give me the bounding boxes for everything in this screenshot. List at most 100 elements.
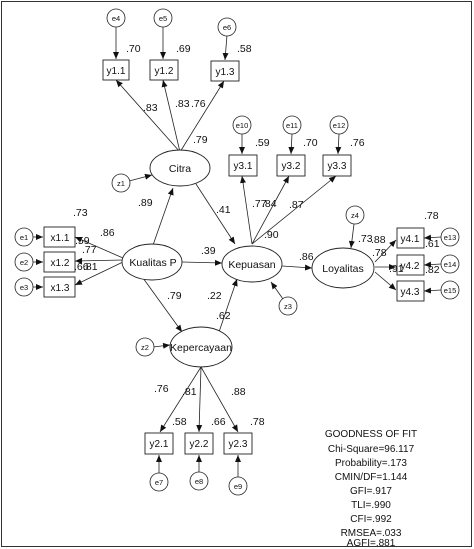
coef-r2-loyalitas: .73 xyxy=(358,233,373,245)
box-y33 xyxy=(322,154,352,177)
box-y13 xyxy=(210,60,240,82)
label-x12: x1.2 xyxy=(51,258,70,269)
label-e1: e1 xyxy=(20,233,28,242)
coef-load-y43: .91 xyxy=(389,263,404,275)
label-x11: x1.1 xyxy=(51,233,70,244)
label-e5: e5 xyxy=(159,14,167,23)
label-y22: y2.2 xyxy=(190,439,209,450)
latent-loyalitas xyxy=(311,247,375,289)
err-z3 xyxy=(278,296,298,316)
error-labels: e4 e5 e6 z1 e10 e11 e12 e1 e2 e3 z4 e13 … xyxy=(20,14,456,491)
label-e9: e9 xyxy=(234,482,242,491)
gof-line: TLI=.990 xyxy=(351,500,391,511)
coef-load-y42: .78 xyxy=(372,247,387,259)
coef-r2-y12: .69 xyxy=(176,43,191,55)
box-x11 xyxy=(43,226,76,248)
label-e8: e8 xyxy=(195,477,203,486)
err-e7 xyxy=(149,472,169,492)
label-kualitas: Kualitas P xyxy=(129,257,176,269)
err-e4 xyxy=(106,8,126,28)
err-z2 xyxy=(135,337,155,357)
coef-path-kual-kep: .39 xyxy=(201,245,216,257)
coef-load-y33: .87 xyxy=(289,199,304,211)
coef-load-x12: .77 xyxy=(82,244,97,256)
coef-r2-x11: .73 xyxy=(73,207,88,219)
label-e7: e7 xyxy=(155,478,163,487)
err-e1 xyxy=(14,227,34,247)
label-kepercayaan: Kepercayaan xyxy=(170,342,232,354)
coef-r2-y42: .61 xyxy=(425,238,440,250)
label-y12: y1.2 xyxy=(155,66,174,77)
coef-load-y11: .83 xyxy=(143,102,158,114)
coef-path-kual-kpc: .79 xyxy=(167,290,182,302)
label-y41: y4.1 xyxy=(401,234,420,245)
coef-r2-y43: .82 xyxy=(425,264,440,276)
label-y31: y3.1 xyxy=(234,161,253,172)
label-y13: y1.3 xyxy=(216,67,235,78)
label-e6: e6 xyxy=(223,23,231,32)
err-e6 xyxy=(217,17,237,37)
box-y42 xyxy=(396,254,425,276)
coef-r2-y22: .66 xyxy=(211,416,226,428)
coef-r2-x12: .59 xyxy=(75,235,90,247)
coef-load-y12: .83 xyxy=(175,98,190,110)
box-y31 xyxy=(228,154,258,177)
coef-load-y31: .77 xyxy=(252,198,267,210)
latent-kualitas xyxy=(121,243,183,281)
coef-load-x11: .86 xyxy=(100,227,115,239)
box-x12 xyxy=(43,251,76,273)
label-z3: z3 xyxy=(284,302,292,311)
latent-labels: Citra Kualitas P Kepuasan Loyalitas Kepe… xyxy=(129,163,363,354)
gof-line: Probability=.173 xyxy=(335,458,407,469)
gof-line: CFI=.992 xyxy=(350,514,392,525)
latent-kepuasan xyxy=(221,245,283,283)
coef-r2-y21: .58 xyxy=(172,416,187,428)
coef-r2-kepuasan: .90 xyxy=(264,229,279,241)
observed-labels: y1.1 y1.2 y1.3 y3.1 y3.2 y3.3 x1.1 x1.2 … xyxy=(51,66,420,450)
label-z4: z4 xyxy=(351,211,359,220)
err-e2 xyxy=(14,252,34,272)
box-y43 xyxy=(396,280,425,302)
latent-kepercayaan xyxy=(169,326,233,368)
coef-r2-y32: .70 xyxy=(303,137,318,149)
coef-load-x13: .81 xyxy=(83,261,98,273)
latent-citra xyxy=(149,149,211,187)
label-e3: e3 xyxy=(20,283,28,292)
coef-r2-y31: .59 xyxy=(255,137,270,149)
label-y33: y3.3 xyxy=(328,161,347,172)
label-e13: e13 xyxy=(444,233,457,242)
label-kepuasan: Kepuasan xyxy=(228,259,275,271)
box-y41 xyxy=(396,227,425,249)
box-x13 xyxy=(43,276,76,298)
coef-load-y13: .76 xyxy=(191,98,206,110)
label-e12: e12 xyxy=(333,121,346,130)
err-e5 xyxy=(153,8,173,28)
label-loyalitas: Loyalitas xyxy=(322,263,363,275)
label-z1: z1 xyxy=(117,179,125,188)
label-e14: e14 xyxy=(444,260,457,269)
err-e9 xyxy=(228,476,248,496)
box-y32 xyxy=(276,154,306,177)
err-e8 xyxy=(189,471,209,491)
coef-r2-y13: .58 xyxy=(237,43,252,55)
err-e12 xyxy=(329,115,349,135)
coef-load-y22: .81 xyxy=(182,386,197,398)
label-y23: y2.3 xyxy=(229,439,248,450)
coef-path-kual-citra: .89 xyxy=(138,197,153,209)
coef-path-citra-kep: .41 xyxy=(216,204,231,216)
err-e3 xyxy=(14,277,34,297)
gof-line: RMSEA=.033 xyxy=(341,528,402,539)
gof-title: GOODNESS OF FIT xyxy=(325,429,417,440)
label-x13: x1.3 xyxy=(51,283,70,294)
coef-r2-y23: .78 xyxy=(250,416,265,428)
coef-load-y41: .88 xyxy=(371,234,386,246)
gof-line: AGFI=.881 xyxy=(347,538,396,549)
err-z1 xyxy=(111,173,131,193)
label-e10: e10 xyxy=(236,121,249,130)
label-citra: Citra xyxy=(169,163,191,175)
coef-r2-x13: .66 xyxy=(74,261,89,273)
label-e15: e15 xyxy=(444,286,457,295)
err-e13 xyxy=(440,227,460,247)
